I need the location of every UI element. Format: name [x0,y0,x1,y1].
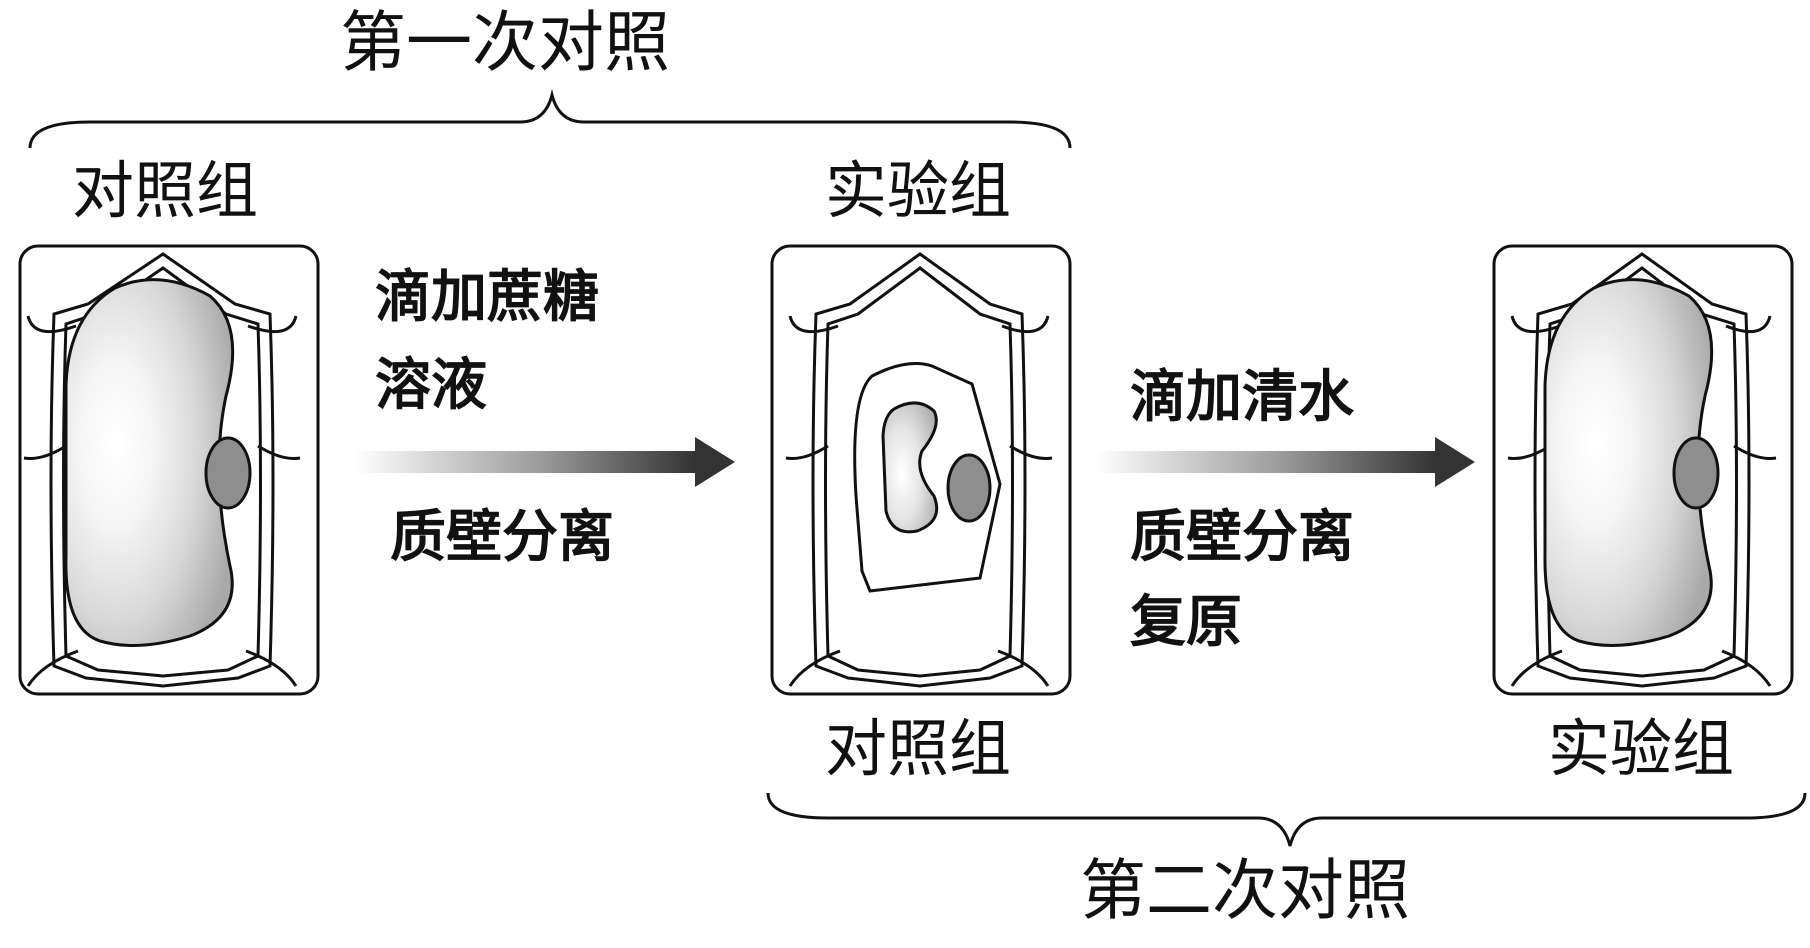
cell-normal-1 [23,252,301,688]
step-2-result-line-1: 质壁分离 [1130,505,1354,570]
cell-1-nucleus [204,436,252,510]
step-1-reagent-line-2: 溶液 [375,353,487,418]
panel-2-top-label: 实验组 [825,154,1012,227]
cell-3-nucleus [1672,436,1720,510]
top-brace [28,89,1072,149]
panel-3-bottom-label: 实验组 [1548,712,1735,785]
cell-2-vacuole [881,401,939,534]
step-2-result-line-2: 复原 [1130,590,1242,655]
step-1-reagent-line-1: 滴加蔗糖 [375,265,599,330]
step-1-result: 质壁分离 [390,505,614,570]
panel-1-top-label: 对照组 [72,154,259,227]
comparison-1-label: 第一次对照 [340,4,670,81]
cell-3-vacuole [1543,278,1714,647]
step-2-reagent: 滴加清水 [1130,365,1354,430]
comparison-2-label: 第二次对照 [1080,852,1410,929]
arrow-step-2 [1095,437,1475,487]
panel-2-bottom-label: 对照组 [825,712,1012,785]
cell-normal-2 [1507,252,1777,688]
bottom-brace [766,792,1807,847]
cell-1-vacuole [64,278,235,647]
cell-2-nucleus [946,453,992,523]
arrow-step-1 [355,437,735,487]
cell-plasmolyzed [785,252,1053,688]
